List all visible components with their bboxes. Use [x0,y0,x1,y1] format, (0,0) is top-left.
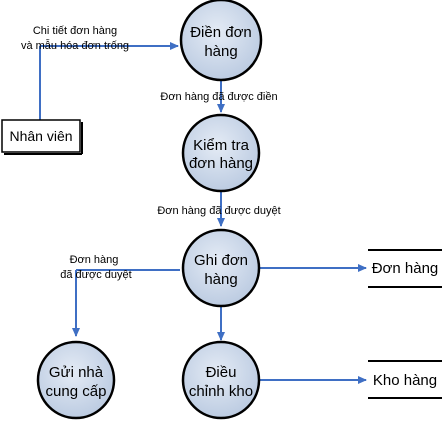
process-check-order-line1: Kiểm tra [193,137,250,154]
store-orders-label: Đơn hàng [372,260,439,277]
flow-labels: Chi tiết đơn hàng và mẫu hóa đơn trống Đ… [21,25,281,281]
process-send-supplier-line2: cung cấp [46,383,107,400]
process-adjust-stock-line1: Điều [206,364,237,381]
entity-staff-label: Nhân viên [9,128,72,144]
flow-label-approved-order-2b: đã được duyệt [60,269,131,281]
process-fill-order: Điền đơn hàng [179,0,263,82]
process-record-order: Ghi đơn hàng [181,228,261,308]
flow-label-approved-order-2a: Đơn hàng [70,254,119,266]
flow-label-order-details-1: Chi tiết đơn hàng [33,25,117,37]
process-record-order-line2: hàng [204,271,237,288]
process-fill-order-line2: hàng [204,43,237,60]
entity-staff: Nhân viên [1,119,83,155]
process-fill-order-line1: Điền đơn [190,24,252,41]
flow-connectors [39,42,367,384]
flow-label-filled-order: Đơn hàng đã được điền [160,91,277,103]
flow-label-order-details-2: và mẫu hóa đơn trống [21,39,129,52]
process-adjust-stock-line2: chỉnh kho [189,383,253,400]
store-warehouse: Kho hàng [368,360,442,399]
flow-label-approved-order: Đơn hàng đã được duyệt [157,205,280,217]
process-send-supplier-line1: Gửi nhà [49,364,104,381]
process-record-order-line1: Ghi đơn [194,252,248,269]
process-adjust-stock: Điều chỉnh kho [181,340,261,420]
process-check-order: Kiểm tra đơn hàng [181,113,261,193]
store-warehouse-label: Kho hàng [373,372,437,389]
process-send-supplier: Gửi nhà cung cấp [36,340,116,420]
process-check-order-line2: đơn hàng [189,155,253,172]
store-orders: Đơn hàng [368,249,442,288]
